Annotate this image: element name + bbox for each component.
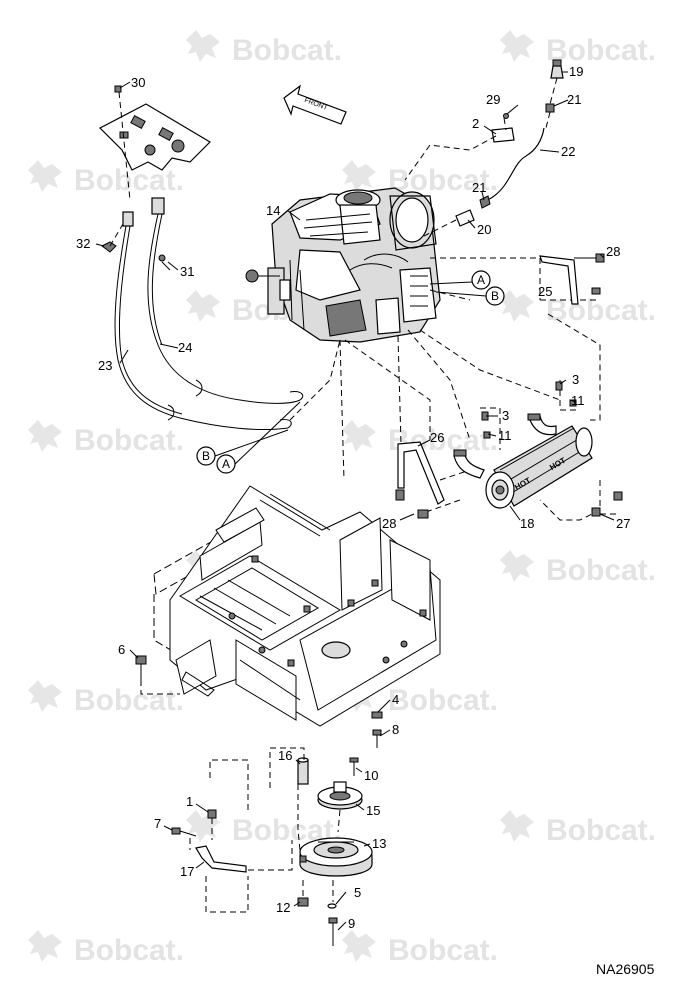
reference-marks-lower: B A bbox=[196, 401, 301, 474]
mounting-plate bbox=[98, 103, 211, 171]
clutch-hardware bbox=[297, 880, 338, 946]
callout-11: 11 bbox=[571, 393, 585, 408]
callout-13: 13 bbox=[372, 836, 386, 851]
callout-20: 20 bbox=[477, 222, 491, 237]
callout-leaders bbox=[95, 71, 615, 931]
callout-21: 21 bbox=[472, 180, 486, 195]
ref-a-label: A bbox=[477, 273, 485, 287]
callout-28: 28 bbox=[382, 516, 396, 531]
callout-23: 23 bbox=[98, 358, 112, 373]
callout-24: 24 bbox=[178, 340, 192, 355]
watermark-text: Bobcat. bbox=[546, 814, 656, 847]
exhaust-bracket-upper bbox=[539, 253, 605, 305]
callout-6: 6 bbox=[118, 642, 125, 657]
ref-b-label: B bbox=[202, 449, 210, 463]
callout-11: 11 bbox=[498, 428, 512, 443]
watermark-text: Bobcat. bbox=[388, 164, 498, 197]
callout-31: 31 bbox=[180, 264, 194, 279]
clutch-bracket bbox=[171, 809, 247, 873]
callout-30: 30 bbox=[131, 75, 145, 90]
callout-7: 7 bbox=[154, 816, 161, 831]
engine-mount-hardware bbox=[349, 711, 383, 776]
watermark-text: Bobcat. bbox=[74, 424, 184, 457]
watermark-text: Bobcat. bbox=[546, 34, 656, 67]
chassis-frame bbox=[153, 485, 441, 727]
document-number: NA26905 bbox=[596, 961, 655, 977]
callout-32: 32 bbox=[76, 236, 90, 251]
engine-assembly bbox=[245, 187, 441, 343]
frame-bolt bbox=[135, 655, 180, 695]
callout-14: 14 bbox=[266, 203, 280, 218]
callout-9: 9 bbox=[348, 916, 355, 931]
cable-hardware bbox=[101, 85, 171, 271]
callout-17: 17 bbox=[180, 864, 194, 879]
fuel-line-assembly bbox=[404, 59, 564, 239]
electric-clutch bbox=[299, 837, 373, 877]
callout-3: 3 bbox=[502, 408, 509, 423]
watermark-text: Bobcat. bbox=[546, 294, 656, 327]
watermark-layer: Bobcat. Bobcat. Bobcat. Bobcat. Bobcat. … bbox=[28, 30, 656, 967]
exhaust-pipes bbox=[453, 413, 557, 479]
ref-b-label: B bbox=[491, 289, 499, 303]
callout-25: 25 bbox=[538, 284, 552, 299]
muffler: HOT HOT bbox=[485, 425, 593, 509]
callout-18: 18 bbox=[520, 516, 534, 531]
watermark-text: Bobcat. bbox=[546, 554, 656, 587]
callout-3: 3 bbox=[572, 372, 579, 387]
callout-19: 19 bbox=[569, 64, 583, 79]
watermark-text: Bobcat. bbox=[388, 684, 498, 717]
exhaust-bracket-lower bbox=[395, 441, 445, 519]
callout-12: 12 bbox=[276, 900, 290, 915]
watermark-text: Bobcat. bbox=[74, 684, 184, 717]
watermark-text: Bobcat. bbox=[74, 934, 184, 967]
callout-8: 8 bbox=[392, 722, 399, 737]
callout-5: 5 bbox=[354, 885, 361, 900]
callout-labels: 30 29 2 19 21 22 21 20 14 28 25 32 31 23… bbox=[76, 64, 630, 931]
front-arrow: FRONT bbox=[283, 84, 347, 125]
callout-2: 2 bbox=[472, 116, 479, 131]
callout-26: 26 bbox=[430, 430, 444, 445]
callout-27: 27 bbox=[616, 516, 630, 531]
callout-29: 29 bbox=[486, 92, 500, 107]
callout-4: 4 bbox=[392, 692, 399, 707]
callout-22: 22 bbox=[561, 144, 575, 159]
callout-10: 10 bbox=[364, 768, 378, 783]
reference-marks-upper: A B bbox=[429, 270, 505, 306]
callout-21: 21 bbox=[567, 92, 581, 107]
watermark-text: Bobcat. bbox=[232, 34, 342, 67]
watermark-text: Bobcat. bbox=[388, 934, 498, 967]
callout-15: 15 bbox=[366, 803, 380, 818]
choke-cable bbox=[147, 197, 304, 421]
ref-a-label: A bbox=[222, 457, 230, 471]
callout-16: 16 bbox=[278, 748, 292, 763]
callout-1: 1 bbox=[186, 794, 193, 809]
callout-28: 28 bbox=[606, 244, 620, 259]
clutch-leader-lines bbox=[189, 747, 341, 913]
pulley bbox=[297, 757, 363, 810]
